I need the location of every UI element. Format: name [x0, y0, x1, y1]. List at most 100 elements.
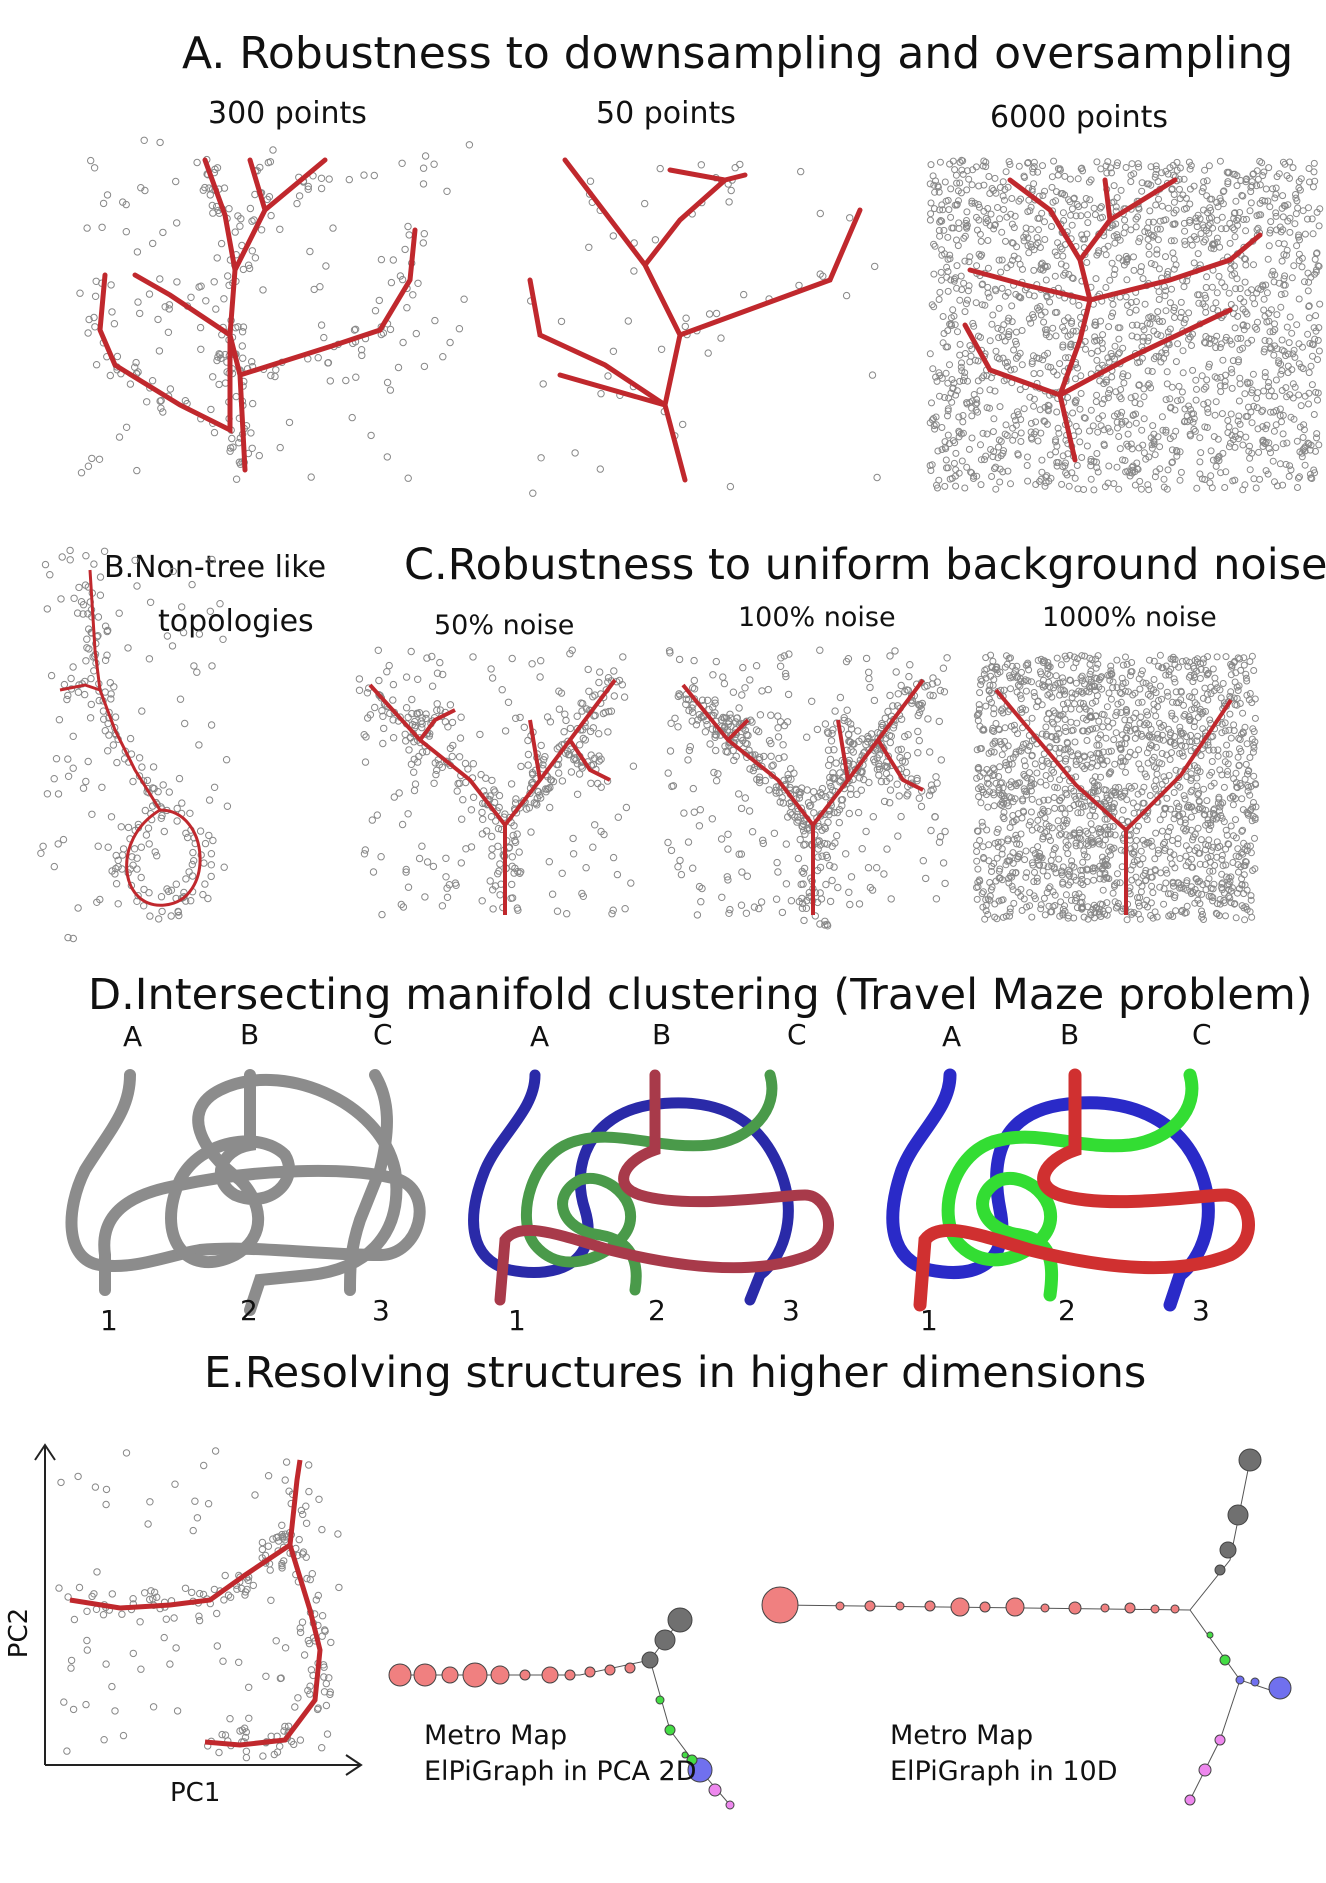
data-point: [846, 900, 854, 909]
data-point: [1123, 660, 1131, 668]
data-point: [992, 189, 1000, 197]
data-point: [1132, 223, 1140, 231]
data-point: [996, 865, 1004, 873]
data-point: [389, 696, 397, 704]
data-point: [1118, 731, 1126, 739]
data-point: [1199, 694, 1207, 702]
data-point: [1180, 283, 1188, 291]
data-point: [917, 802, 926, 811]
data-point: [1271, 392, 1279, 400]
data-point: [1046, 451, 1054, 459]
data-point: [100, 715, 108, 723]
data-point: [936, 158, 944, 166]
data-point: [917, 704, 925, 713]
data-point: [1093, 251, 1101, 259]
data-point: [1153, 315, 1161, 323]
data-point: [1210, 433, 1218, 441]
data-point: [1167, 403, 1175, 411]
data-point: [1251, 300, 1259, 308]
data-point: [1170, 739, 1178, 747]
data-point: [1199, 725, 1207, 733]
data-point: [1090, 901, 1098, 909]
data-point: [1042, 723, 1050, 731]
data-point: [1290, 346, 1298, 354]
data-point: [619, 653, 627, 661]
data-point: [787, 897, 796, 905]
data-point: [1010, 412, 1018, 420]
data-point: [231, 228, 239, 236]
data-point: [1170, 789, 1178, 796]
data-point: [1011, 212, 1019, 220]
data-point: [418, 748, 427, 756]
data-point: [351, 325, 360, 334]
data-point: [889, 724, 898, 732]
data-point: [1051, 248, 1059, 256]
data-point: [938, 201, 946, 209]
data-point: [507, 780, 516, 788]
data-point: [692, 721, 701, 729]
data-point: [982, 452, 990, 460]
data-point: [961, 350, 969, 357]
data-point: [1012, 421, 1020, 429]
data-point: [1191, 899, 1199, 907]
data-point: [828, 876, 836, 885]
data-point: [1241, 481, 1249, 489]
data-point: [1130, 266, 1138, 274]
data-point: [1030, 402, 1038, 410]
data-point: [1214, 203, 1222, 211]
data-point: [77, 469, 86, 477]
data-point: [1273, 345, 1281, 353]
data-point: [1227, 365, 1235, 373]
data-point: [984, 283, 992, 291]
data-point: [1048, 824, 1056, 832]
data-point: [1279, 481, 1287, 489]
data-point: [486, 877, 494, 885]
data-point: [814, 853, 822, 861]
data-point: [1025, 291, 1033, 299]
data-point: [1075, 687, 1083, 695]
data-point: [826, 755, 835, 764]
data-point: [157, 404, 165, 412]
data-point: [933, 779, 941, 787]
data-point: [1048, 223, 1055, 230]
data-point: [1069, 409, 1077, 417]
data-point: [1048, 183, 1056, 191]
data-point: [1137, 263, 1145, 271]
data-point: [1151, 451, 1159, 459]
data-point: [826, 773, 834, 782]
data-point: [1032, 428, 1040, 436]
data-point: [193, 158, 201, 167]
data-point: [1150, 327, 1158, 335]
data-point: [1107, 667, 1115, 675]
data-point: [528, 660, 536, 668]
data-point: [150, 784, 158, 793]
data-point: [207, 405, 215, 414]
data-point: [1256, 157, 1264, 165]
data-point: [361, 758, 370, 766]
data-point: [1281, 202, 1289, 210]
data-point: [610, 692, 619, 700]
data-point: [1033, 234, 1041, 242]
data-point: [656, 164, 664, 173]
data-point: [1144, 481, 1152, 489]
data-point: [1018, 744, 1026, 752]
data-point: [1087, 820, 1095, 828]
data-point: [1232, 816, 1239, 824]
data-point: [1089, 864, 1097, 872]
data-point: [997, 268, 1005, 276]
data-point: [1221, 727, 1229, 735]
data-point: [1086, 427, 1093, 435]
data-point: [689, 864, 697, 872]
data-point: [1273, 311, 1281, 319]
data-point: [997, 791, 1004, 799]
data-point: [1069, 275, 1077, 282]
data-point: [1152, 829, 1160, 837]
data-point: [740, 290, 748, 299]
data-point: [1145, 334, 1153, 341]
data-point: [1149, 314, 1157, 322]
data-point: [210, 428, 219, 437]
data-point: [555, 705, 564, 713]
data-point: [1107, 695, 1115, 703]
data-point: [880, 870, 888, 878]
data-point: [1072, 773, 1080, 781]
